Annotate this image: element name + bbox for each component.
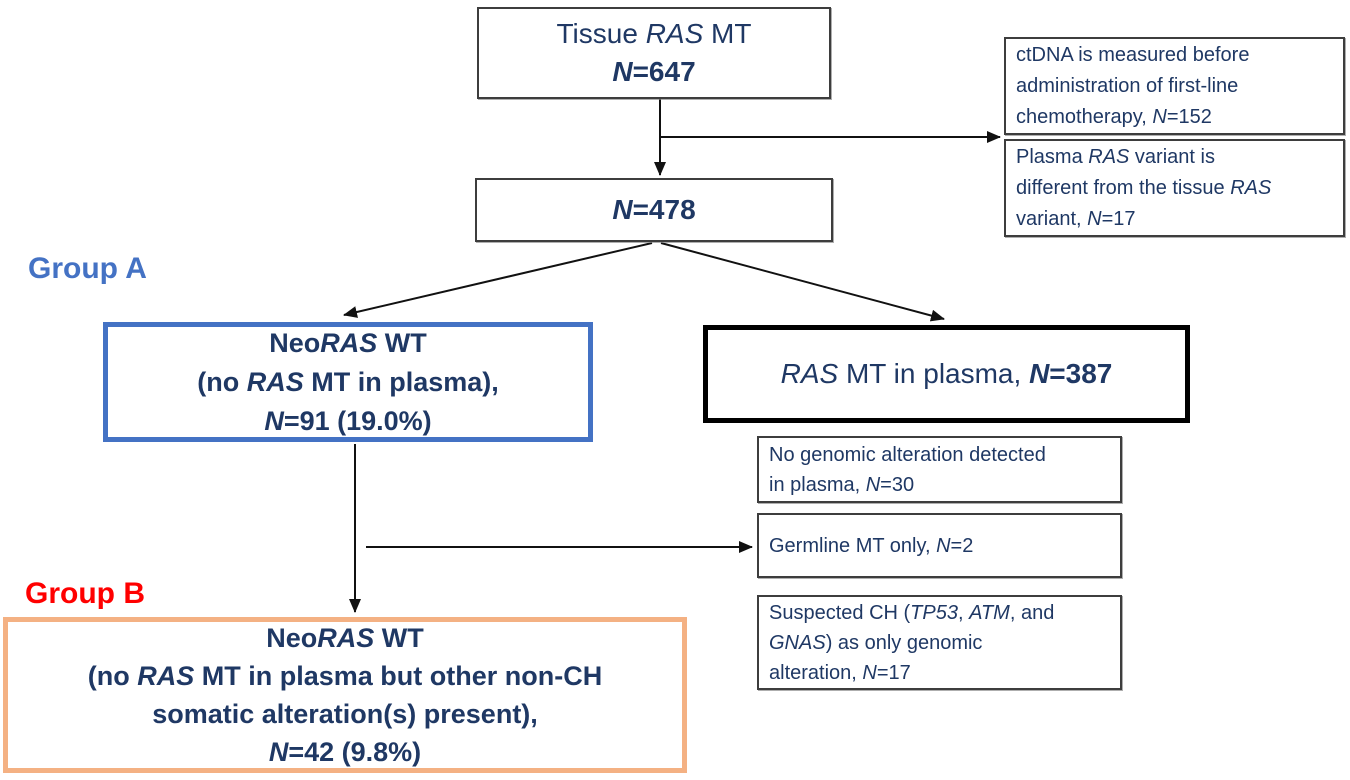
n478-value: N=478 — [612, 194, 696, 225]
no-genomic-alteration-box: No genomic alteration detected in plasma… — [757, 436, 1122, 503]
ras-mt-in-plasma-box: RAS MT in plasma, N=387 — [703, 325, 1190, 423]
group-a-label: Group A — [28, 252, 147, 285]
group-b-neoras-wt-box: NeoRAS WT (no RAS MT in plasma but other… — [3, 617, 687, 773]
exclusion-plasma-variant-differs-box: Plasma RAS variant is different from the… — [1004, 139, 1345, 237]
arrow-n478-to-group-a — [343, 242, 653, 318]
n478-box: N=478 — [475, 178, 833, 242]
germline-mt-only-box: Germline MT only, N=2 — [757, 513, 1122, 578]
group-a-neoras-wt-box: NeoRAS WT (no RAS MT in plasma), N=91 (1… — [103, 322, 593, 442]
tissue-ras-mt-box: Tissue RAS MT N=647 — [477, 7, 831, 99]
tissue-box-line1: Tissue RAS MT — [556, 18, 752, 49]
group-b-label: Group B — [25, 577, 145, 610]
tissue-box-n-value: N=647 — [612, 56, 696, 87]
suspected-ch-box: Suspected CH (TP53, ATM, and GNAS) as on… — [757, 595, 1122, 690]
arrow-n478-to-ras-mt — [660, 242, 945, 322]
exclusion-ctdna-before-chemo-box: ctDNA is measured before administration … — [1004, 37, 1345, 135]
